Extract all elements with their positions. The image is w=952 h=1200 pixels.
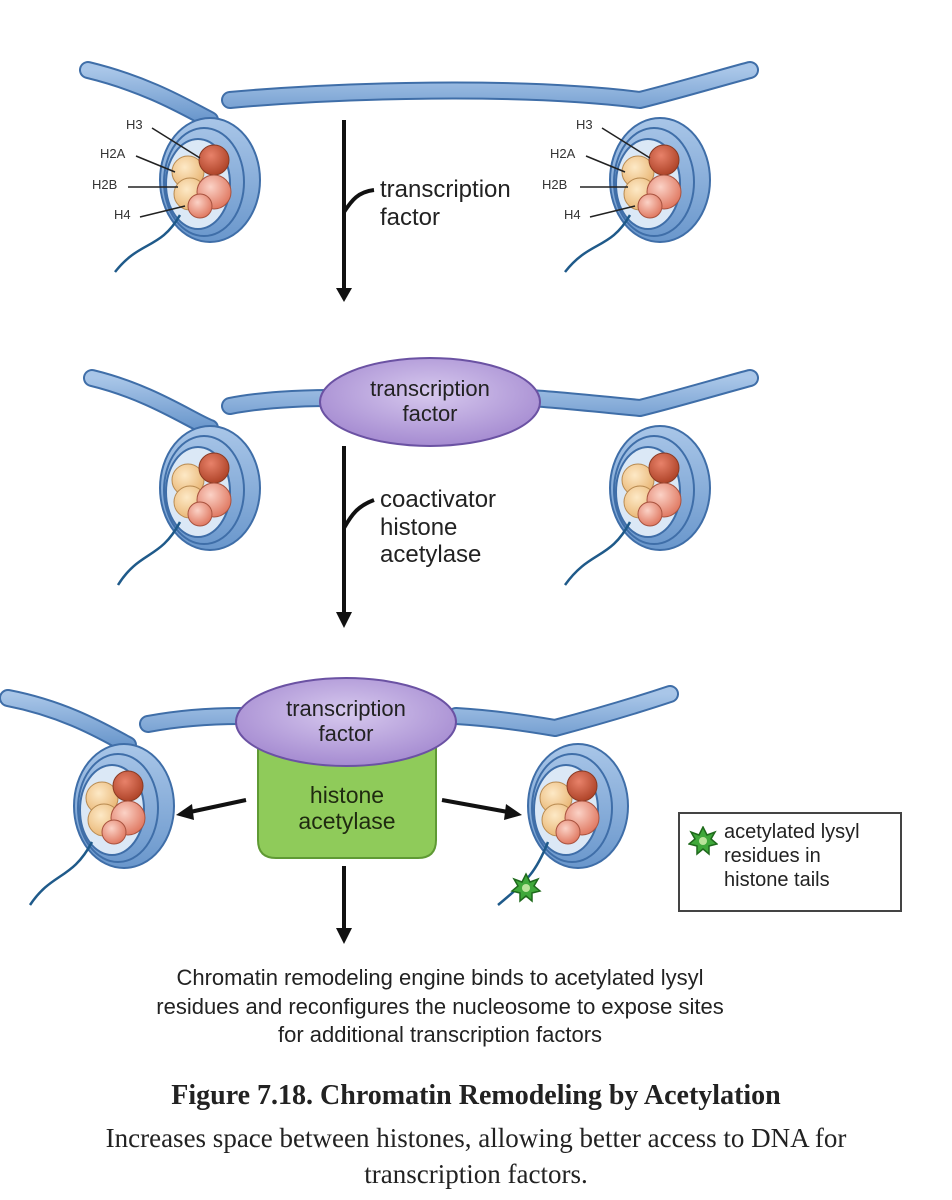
label-h4: H4 — [564, 207, 581, 222]
histone-tail — [564, 214, 632, 273]
step3-group — [0, 677, 679, 944]
histone-acetylase-block — [257, 747, 437, 859]
step1-arrow-label: transcription factor — [380, 176, 511, 231]
label-h2b: H2B — [92, 177, 118, 192]
figure-title: Figure 7.18. Chromatin Remodeling by Ace… — [171, 1080, 781, 1111]
nucleosome-right — [527, 743, 629, 869]
figure-subtitle: Increases space between histones, allowi… — [105, 1123, 847, 1190]
step2-arrow-label: coactivator histone acetylase — [380, 486, 497, 569]
label-h2a: H2A — [550, 146, 576, 161]
legend-text: acetylated lysyl residues in histone tai… — [724, 821, 860, 891]
step3-oval-label: transcription factor — [286, 696, 406, 747]
arrow-right — [441, 798, 509, 814]
label-h3: H3 — [576, 117, 593, 132]
legend: acetylated lysyl residues in histone tai… — [678, 812, 902, 912]
step3-enzyme-label: histone acetylase — [298, 782, 396, 835]
label-h4: H4 — [114, 207, 131, 222]
arrow-left — [189, 798, 247, 814]
chromatin-diagram — [0, 61, 759, 944]
acetyl-star-icon — [510, 872, 542, 903]
result-text: Chromatin remodeling engine binds to ace… — [156, 965, 724, 1048]
label-h3: H3 — [126, 117, 143, 132]
acetyl-star-icon — [688, 826, 718, 856]
label-h2a: H2A — [100, 146, 126, 161]
transcription-factor-oval — [235, 677, 457, 767]
step2-group — [83, 357, 759, 628]
histone-tail — [114, 214, 182, 273]
transcription-factor-oval — [319, 357, 541, 447]
step1-group — [79, 61, 759, 302]
label-h2b: H2B — [542, 177, 568, 192]
step2-oval-label: transcription factor — [370, 376, 490, 427]
